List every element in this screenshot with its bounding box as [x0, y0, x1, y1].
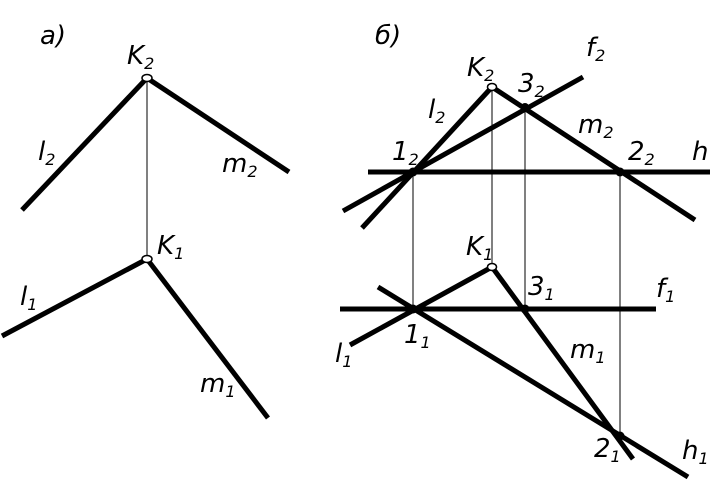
- b-point-12: [408, 167, 418, 177]
- b-label-32: 32: [518, 69, 545, 101]
- b-label-m1: m1: [570, 335, 606, 367]
- a-label-m2: m2: [222, 149, 258, 181]
- a-label-m1: m1: [200, 369, 236, 401]
- a-label-K1: K1: [157, 231, 184, 263]
- panel-b-label: б): [375, 21, 401, 51]
- a-label-l2: l2: [38, 137, 55, 169]
- b-label-K1: K1: [466, 232, 493, 264]
- b-label-12: 12: [392, 137, 419, 169]
- b-label-h1: h1: [682, 436, 709, 468]
- b-label-22: 22: [628, 137, 655, 169]
- b-point-21: [615, 431, 625, 441]
- b-point-K2: [486, 82, 498, 92]
- b-label-f2: f2: [586, 33, 605, 65]
- b-line-l2: [360, 85, 494, 230]
- a-label-l1: l1: [20, 282, 37, 314]
- panel-a-label: а): [40, 21, 66, 51]
- b-label-11: 11: [404, 320, 431, 352]
- b-point-32: [521, 103, 529, 111]
- a-line-m1: [145, 257, 270, 420]
- b-label-l1: l1: [335, 339, 352, 371]
- b-line-f2: [341, 74, 585, 214]
- b-label-31: 31: [528, 272, 555, 304]
- panel-a: а) K2 l2 m2 K1 l1 m1: [0, 21, 291, 420]
- a-line-l2: [20, 76, 149, 212]
- b-point-31: [520, 304, 530, 314]
- a-point-K1: [141, 254, 153, 264]
- a-line-l1: [0, 256, 149, 339]
- panel-b: б) K2 32 f2 l2 m2 12 22 h K1 3: [335, 21, 710, 480]
- b-point-11: [408, 304, 418, 314]
- a-label-K2: K2: [127, 41, 154, 73]
- b-label-21: 21: [594, 434, 621, 466]
- b-point-22: [615, 167, 625, 177]
- b-label-f1: f1: [656, 274, 675, 306]
- b-label-K2: K2: [467, 53, 494, 85]
- b-line-l1: [348, 264, 494, 348]
- b-point-K1: [486, 262, 498, 272]
- a-point-K2: [141, 73, 153, 83]
- b-label-m2: m2: [578, 110, 614, 142]
- b-line-h1: [376, 284, 690, 480]
- a-line-m2: [145, 75, 291, 175]
- b-label-l2: l2: [428, 95, 445, 127]
- b-label-h: h: [692, 137, 708, 167]
